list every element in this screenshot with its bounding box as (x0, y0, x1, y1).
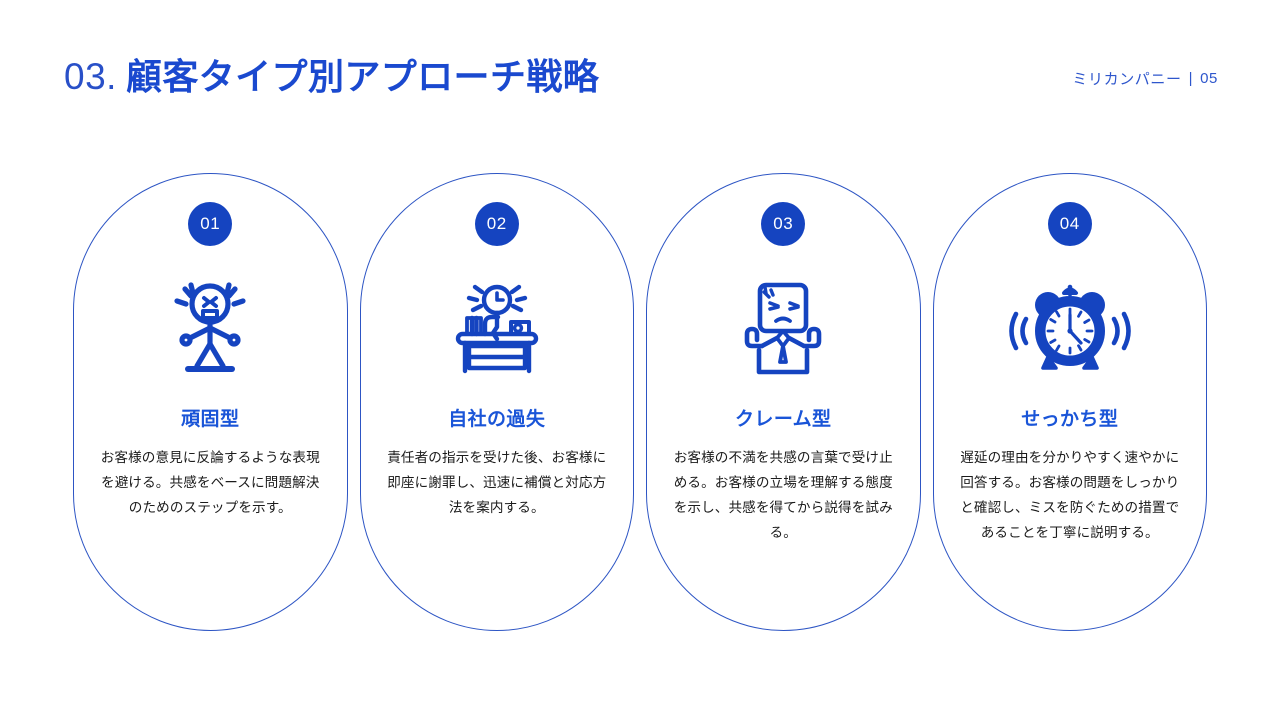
header-brand-and-page: ミリカンパニー | 05 (1072, 68, 1218, 89)
page-number: 05 (1200, 70, 1218, 87)
card-badge: 04 (1047, 202, 1092, 246)
card-title: 自社の過失 (448, 409, 546, 430)
card-title: せっかち型 (1021, 409, 1119, 430)
card-title: 頑固型 (181, 409, 240, 430)
card-item[interactable]: 01 頑固型 お客様の意見に反論するような表現を (73, 173, 348, 631)
page-title-number: 03. (64, 56, 117, 97)
header-separator: | (1188, 70, 1194, 87)
card-badge: 03 (761, 202, 806, 246)
card-item[interactable]: 02 自社の過失 (359, 173, 634, 631)
card-badge: 02 (474, 202, 519, 246)
page-title-text: 顧客タイプ別アプローチ戦略 (125, 56, 600, 97)
brand-label: ミリカンパニー (1072, 71, 1182, 88)
card-list: 01 頑固型 お客様の意見に反論するような表現を (73, 173, 1207, 631)
card-badge: 01 (188, 202, 233, 246)
card-body: 責任者の指示を受けた後、お客様に即座に謝罪し、迅速に補償と対応方法を案内する。 (387, 450, 607, 516)
angry-businessman-icon (708, 278, 858, 378)
card-item[interactable]: 04 (932, 173, 1207, 631)
ringing-alarm-clock-icon (995, 278, 1145, 378)
card-body: お客様の不満を共感の言葉で受け止める。お客様の立場を理解する態度を示し、共感を得… (673, 450, 893, 541)
page-title: 03. 顧客タイプ別アプローチ戦略 (64, 58, 599, 95)
card-item[interactable]: 03 クレーム型 お客様の不満を共感の言葉で受け止める。お客様の立場を (646, 173, 921, 631)
reception-desk-clock-icon (422, 278, 572, 378)
card-title: クレーム型 (735, 409, 832, 430)
card-body: 遅延の理由を分かりやすく速やかに回答する。お客様の問題をしっかりと確認し、ミスを… (960, 450, 1180, 541)
angry-shouting-person-icon (135, 278, 285, 378)
card-body: お客様の意見に反論するような表現を避ける。共感をベースに問題解決のためのステップ… (100, 450, 320, 516)
slide-header: 03. 顧客タイプ別アプローチ戦略 ミリカンパニー | 05 (0, 58, 1280, 114)
